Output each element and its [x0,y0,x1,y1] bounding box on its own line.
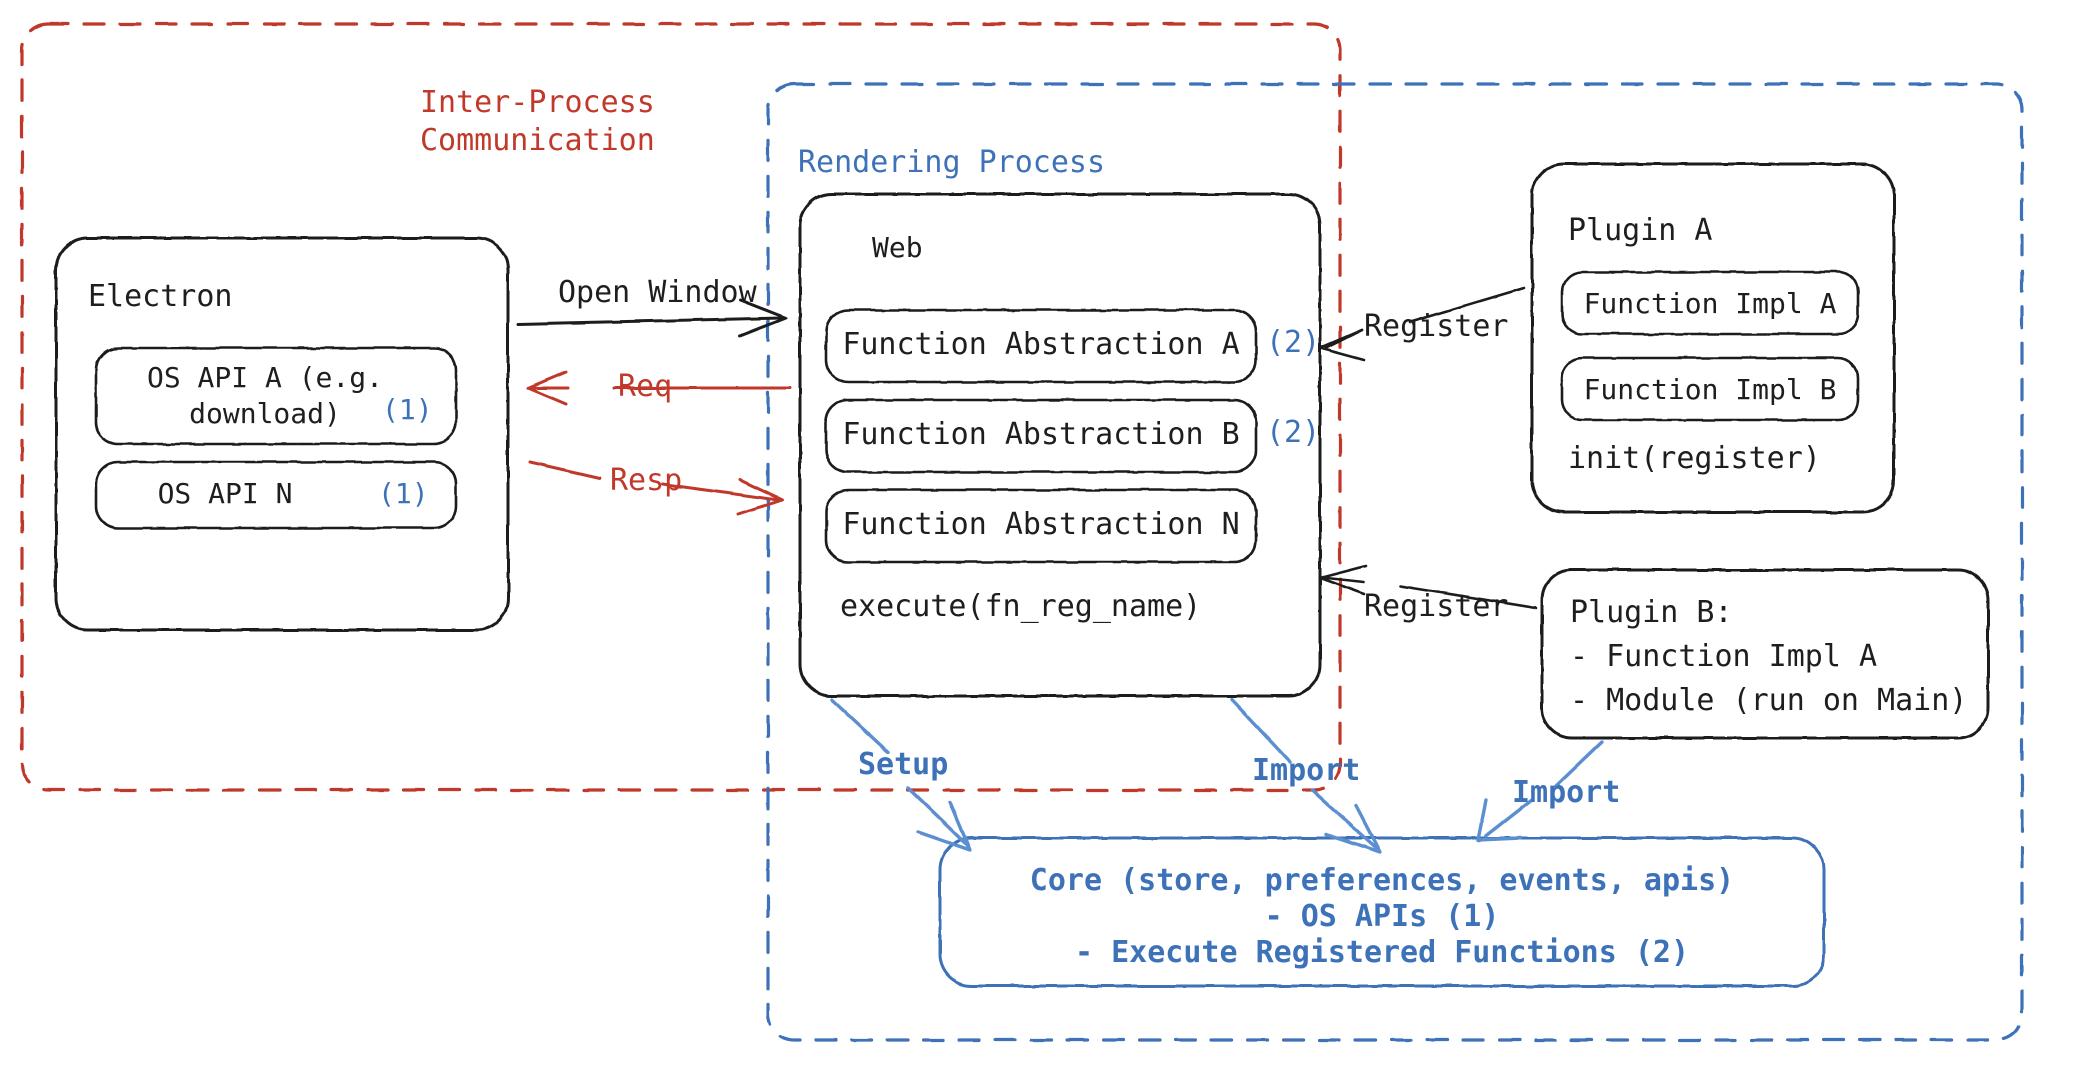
web-item-function-abstraction-b[interactable]: Function Abstraction B [842,417,1240,452]
electron-item-os-api-n-badge: (1) [378,477,429,510]
edge-label-register-b: Register [1364,589,1509,624]
web-item-function-abstraction-a[interactable]: Function Abstraction A [842,327,1240,362]
edge-label-register-a: Register [1364,309,1509,344]
edge-label-resp: Resp [610,463,683,498]
web-item-function-abstraction-a-badge: (2) [1266,325,1321,360]
electron-title: Electron [88,279,233,314]
electron-item-os-api-a-badge: (1) [382,393,433,426]
plugin-b-line-module: - Module (run on Main) [1570,683,1968,718]
region-rendering-label: Rendering Process [798,145,1106,180]
plugin-a-item-function-impl-b[interactable]: Function Impl B [1583,373,1837,406]
web-title: Web [872,231,923,264]
plugin-b-line-function-impl-a: - Function Impl A [1570,639,1878,674]
plugin-a-footer-init: init(register) [1568,441,1821,476]
plugin-b-line-title: Plugin B: [1570,595,1733,630]
core-line-title: Core (store, preferences, events, apis) [1029,863,1735,898]
electron-item-os-api-a[interactable]: OS API A (e.g. download) [146,361,383,430]
web-item-function-abstraction-n[interactable]: Function Abstraction N [842,507,1240,542]
electron-item-os-api-n[interactable]: OS API N [157,477,293,510]
edge-label-open-window: Open Window [558,275,757,310]
plugin-a-title: Plugin A [1568,213,1713,248]
plugin-a-item-function-impl-a[interactable]: Function Impl A [1583,287,1837,320]
edge-label-import-web: Import [1252,753,1361,788]
web-item-function-abstraction-b-badge: (2) [1266,415,1321,450]
edge-label-req: Req [618,369,673,404]
core-line-os-apis: - OS APIs (1) [1264,899,1500,934]
web-footer-execute: execute(fn_reg_name) [840,589,1202,624]
region-ipc-label: Inter-Process Communication [420,85,655,159]
edge-label-import-plugin-b: Import [1512,775,1621,810]
edge-label-setup: Setup [858,747,949,782]
core-line-execute: - Execute Registered Functions (2) [1074,935,1690,970]
